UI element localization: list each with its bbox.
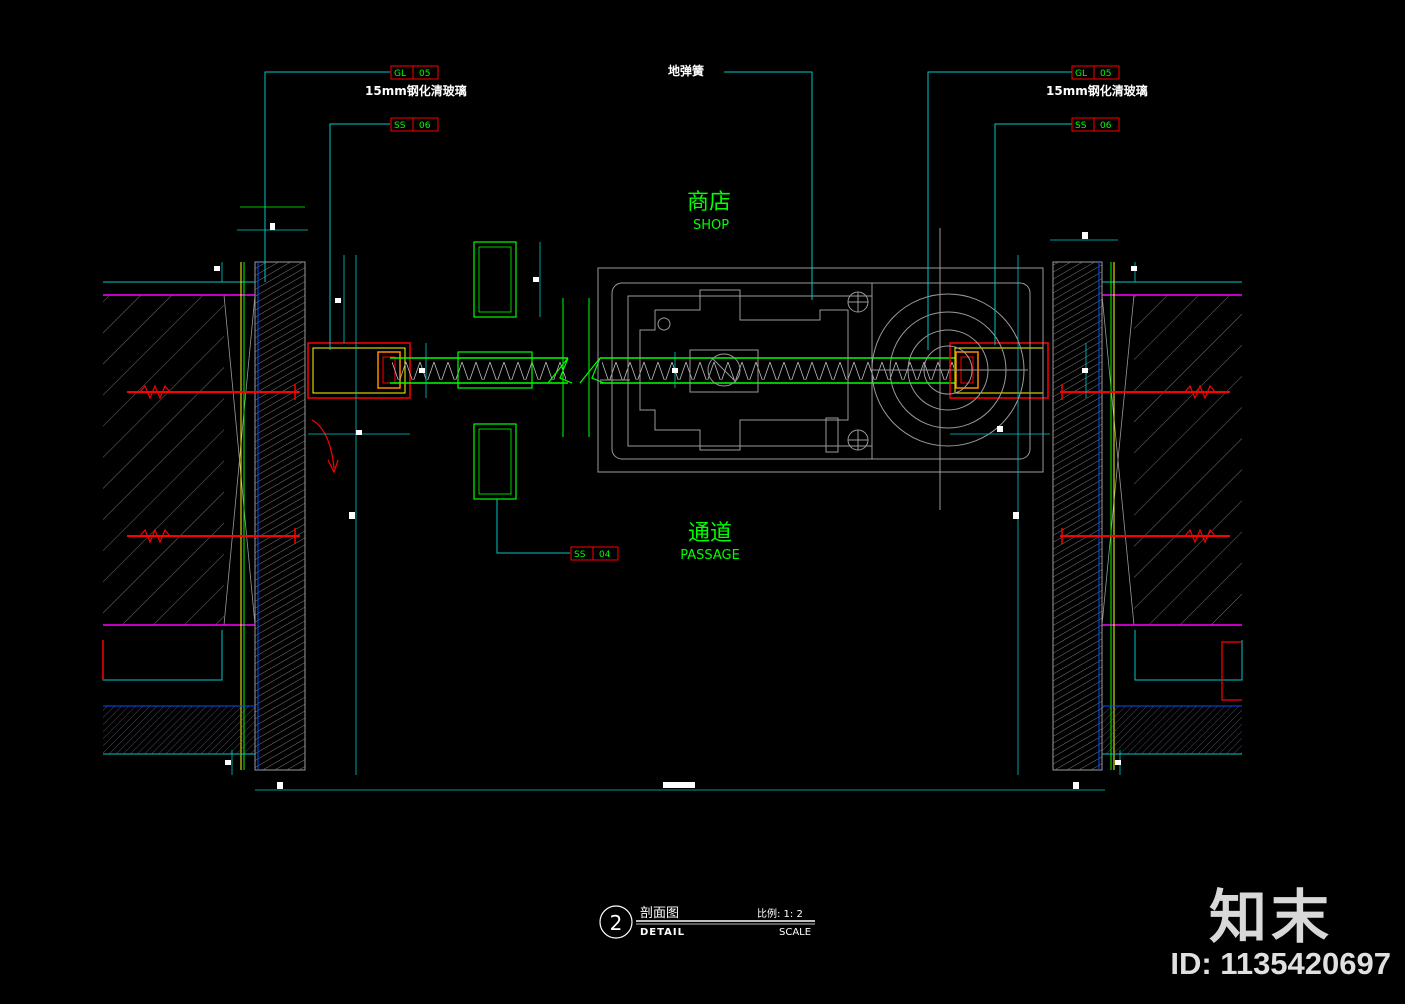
watermark-brand: 知末 — [1208, 883, 1333, 951]
zone-shop-cn: 商店 — [687, 190, 731, 215]
detail-title-cn: 剖面图 — [640, 906, 679, 921]
dimension-lines — [221, 206, 1136, 791]
left-anchor-bolt-upper — [127, 384, 300, 400]
door-swing-arrow — [311, 419, 335, 469]
left-floor-slab — [103, 706, 255, 754]
callout-code: SS — [574, 550, 586, 560]
leader-lines — [264, 71, 1072, 554]
callout-right-steel: SS 06 — [1071, 117, 1120, 132]
callout-bottom-steel: SS 04 — [570, 546, 619, 561]
callout-right-glass: GL 05 — [1071, 65, 1120, 80]
drawing-title-block: 2 剖面图 DETAIL 比例: 1: 2 SCALE — [599, 905, 815, 939]
left-wall-assembly — [102, 261, 306, 771]
callout-left-steel: SS 06 — [390, 117, 439, 132]
door-handle-lower — [473, 423, 517, 500]
callout-left-glass: GL 05 — [390, 65, 439, 80]
callout-number: 05 — [419, 69, 430, 79]
right-anchor-bolt-upper — [1060, 384, 1230, 400]
right-door-jamb-panel — [1052, 261, 1103, 771]
left-anchor-bolt-lower — [127, 528, 300, 544]
zone-passage-en: PASSAGE — [680, 548, 740, 563]
right-wall-assembly — [1052, 261, 1243, 771]
detail-number: 2 — [610, 911, 623, 935]
right-glass-description: 15mm钢化清玻璃 — [1046, 83, 1148, 98]
detail-title-en: DETAIL — [640, 927, 685, 938]
callout-number: 06 — [1100, 121, 1112, 131]
tempered-glass-panel-left — [392, 361, 566, 380]
callout-code: SS — [394, 121, 406, 131]
callout-code: SS — [1075, 121, 1087, 131]
watermark-id: ID: 1135420697 — [1170, 946, 1391, 981]
callout-code: GL — [1075, 69, 1087, 79]
callout-code: GL — [394, 69, 406, 79]
door-handle-upper — [473, 241, 517, 318]
left-door-jamb-panel — [254, 261, 306, 771]
floor-spring-label: 地弹簧 — [668, 63, 704, 78]
zone-shop-en: SHOP — [693, 218, 729, 233]
floor-spring-mechanism — [597, 228, 1044, 510]
callout-number: 05 — [1100, 69, 1111, 79]
dimension-markers — [214, 223, 1137, 789]
door-handle-base — [457, 351, 533, 389]
callout-number: 04 — [599, 550, 611, 560]
right-anchor-bolt-lower — [1060, 528, 1230, 544]
callout-number: 06 — [419, 121, 431, 131]
scale-label: 比例: 1: 2 — [757, 907, 803, 920]
zone-passage-cn: 通道 — [688, 521, 732, 546]
right-floor-slab — [1102, 706, 1242, 754]
left-glass-description: 15mm钢化清玻璃 — [365, 83, 467, 98]
scale-en: SCALE — [779, 927, 811, 938]
